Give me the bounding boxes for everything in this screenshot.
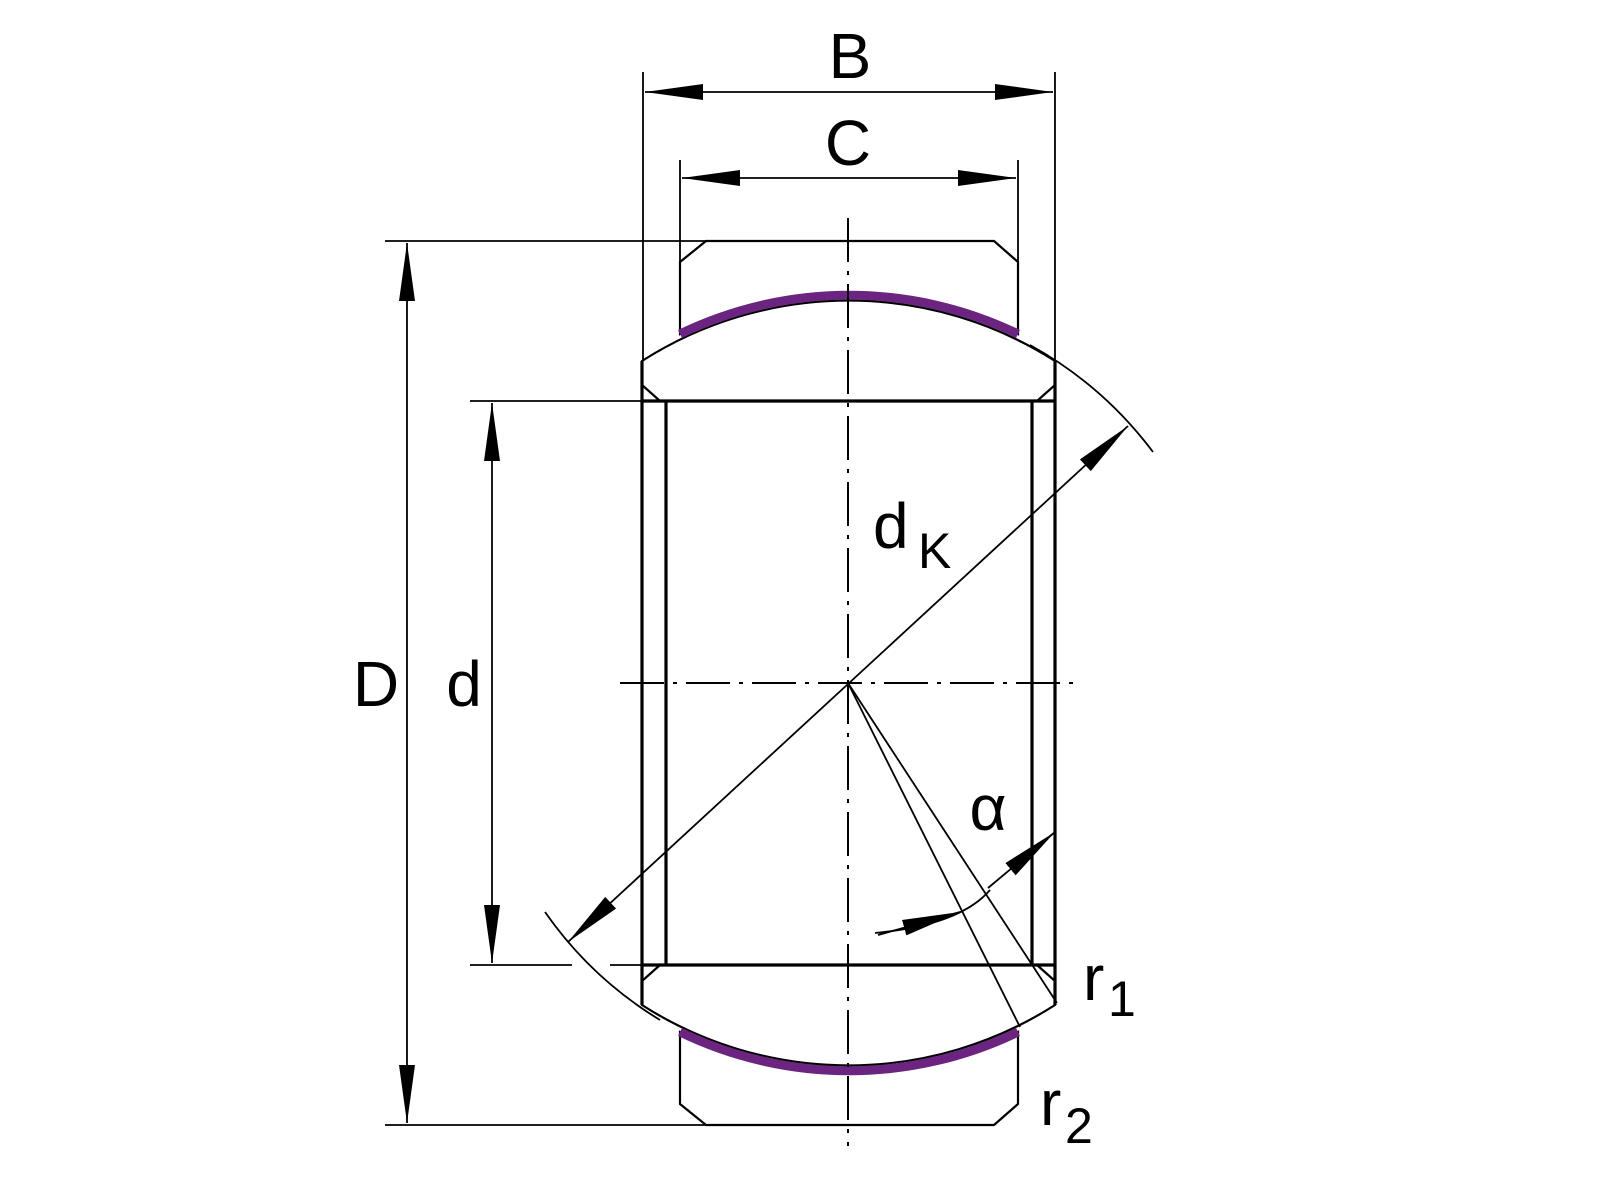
label-r1-subscript: 1	[1108, 971, 1136, 1027]
tilt-line-b	[847, 682, 1058, 1004]
label-dK-subscript: K	[918, 523, 951, 579]
label-alpha: α	[970, 772, 1007, 844]
sliding-layer-bottom	[678, 1027, 1020, 1076]
label-dK: d	[873, 490, 909, 562]
label-B: B	[829, 20, 872, 92]
label-d: d	[446, 648, 482, 720]
sphere-outline-arc-upper	[1029, 344, 1154, 453]
angle-arrow-right	[987, 831, 1056, 889]
label-r1: r	[1083, 942, 1104, 1014]
label-D: D	[353, 648, 399, 720]
label-C: C	[825, 107, 871, 179]
extension-lines	[385, 72, 1056, 1126]
label-r2: r	[1040, 1067, 1061, 1139]
inner-ring-bottom-section	[640, 963, 1057, 1067]
angle-arrow-left	[877, 911, 961, 936]
angle-arc-alpha	[874, 889, 991, 934]
label-r2-subscript: 2	[1065, 1098, 1093, 1154]
sphere-outline-arc-lower	[544, 911, 661, 1021]
tilt-line-a	[847, 682, 1021, 1028]
